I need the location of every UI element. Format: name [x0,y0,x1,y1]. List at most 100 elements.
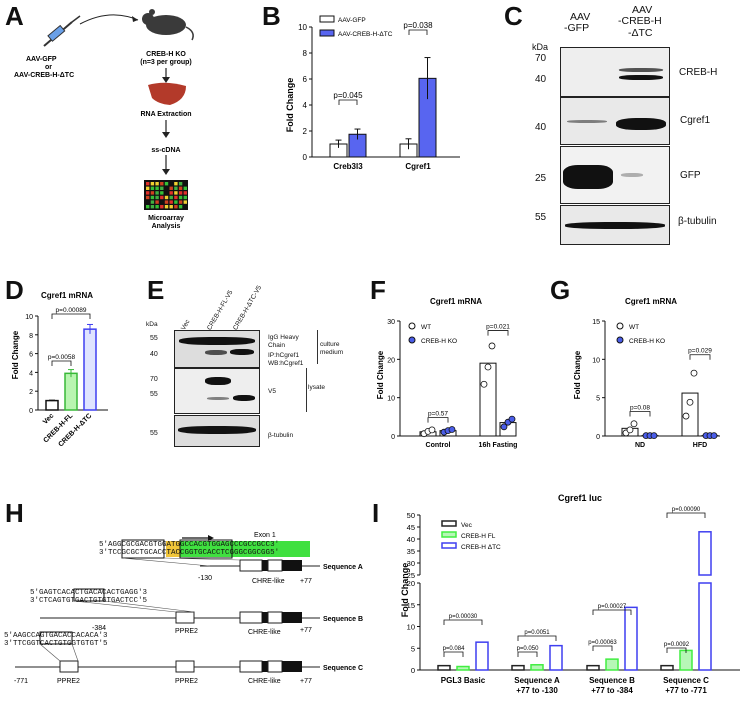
h-p77-b: +77 [300,627,312,634]
microarray-spot [160,182,164,186]
i-legend-swatch [441,531,457,538]
c-blot-cgref1 [560,97,670,145]
f-point [480,380,488,388]
h-seq-b-top: 5'GAGTCACACTGACACACTGAGG'3 [30,589,148,597]
microarray-spot [178,200,183,204]
c-col2-line3: -ΔTC [628,27,653,39]
g-pvalue: p=0.08 [630,404,650,411]
i-bar [660,664,674,671]
d-ytick-label: 8 [29,333,33,340]
g-point [682,412,690,420]
i-bracket [666,512,706,518]
panel-label-b: B [262,1,281,31]
i-pvalue: p=0.00063 [588,640,617,646]
g-point [710,432,718,440]
i-legend-swatch [441,520,457,527]
microarray-spot [164,186,169,190]
microarray-spot [174,182,178,186]
i-ytick-label: 25 [407,571,415,580]
g-ytick-label: 15 [592,319,600,326]
microarray-spot [160,205,164,209]
i-bar [475,641,489,671]
e-kda: kDa [146,321,158,328]
c-m40b: 40 [535,122,547,133]
c-col1-line2: -GFP [564,22,590,34]
f-ytick-label: 30 [387,319,395,326]
syringe-label-1: AAV-GFP [26,56,57,63]
microarray-spot [160,186,164,190]
microarray-spot [160,200,164,204]
e-ip1: IP:hCgref1 [268,352,300,359]
microarray-spot [155,195,159,200]
d-bracket [51,360,72,366]
microarray-spot [169,186,173,190]
b-xtick-label: Cgref1 [405,162,431,171]
e-m55b: 55 [150,391,158,398]
f-ytick-label: 0 [391,434,395,441]
microarray-spot [183,200,187,204]
i-bracket [517,651,538,657]
i-bar [511,664,525,671]
i-ytick-label: 45 [407,523,415,532]
e-m40: 40 [150,351,158,358]
g-point [686,398,694,406]
g-bar [681,392,699,437]
b-ytick-label: 6 [303,75,308,84]
i-bracket [517,635,557,641]
i-ytick-label: 10 [407,623,415,632]
i-ylabel: Fold Change [400,563,410,618]
step-cdna: ss-cDNA [151,147,180,154]
panel-label-c: C [504,1,523,31]
f-point [484,363,492,371]
e-igg1: IgG Heavy [268,334,299,341]
b-pvalue: p=0.038 [403,21,433,30]
g-legend-marker [616,336,624,344]
i-bar [624,606,638,671]
microarray-spot [155,182,159,186]
microarray-spot [150,200,155,204]
e-blot-medium [174,330,260,368]
i-bar [549,644,563,671]
microarray-spot [183,186,187,190]
i-xtick-label: Sequence C [663,676,709,685]
microarray-spot [169,200,173,204]
microarray-spot [164,182,169,186]
microarray-icon [144,180,188,210]
h-ppre2-c2: PPRE2 [175,678,198,685]
i-ytick-label: 5 [411,644,415,653]
mouse-label-1: CREB-H KO [146,51,186,58]
g-bracket [629,411,651,417]
microarray-spot [183,182,187,186]
h-chre-a: CHRE-like [252,578,285,585]
c-blot-creb [560,47,670,97]
e-lysate: lysate [308,384,325,391]
i-legend-swatch [441,542,457,549]
d-ylabel: Fold Change [11,330,20,379]
panel-label-f: F [370,275,386,305]
f-point [500,423,508,431]
c-col2-line1: AAV [632,4,653,16]
i-ytick-label: 50 [407,511,415,520]
b-bracket [338,99,358,105]
i-xtick-label: Sequence A [514,676,560,685]
f-legend-marker [408,322,416,330]
b-ytick-label: 4 [303,101,308,110]
i-bracket [592,609,632,615]
g-xtick-label: ND [635,442,645,449]
step-rna: RNA Extraction [140,111,191,118]
h-pos771: -771 [14,678,28,685]
h-seq-a: Sequence A [323,564,363,571]
d-bracket [51,313,91,319]
microarray-spot [146,186,150,190]
i-bar [586,664,600,671]
b-ytick-label: 8 [303,49,308,58]
g-legend-marker [616,322,624,330]
f-pvalue: p=0.021 [486,324,510,331]
e-culture2: medium [320,349,344,356]
microarray-spot [174,195,178,200]
f-point [428,426,436,434]
